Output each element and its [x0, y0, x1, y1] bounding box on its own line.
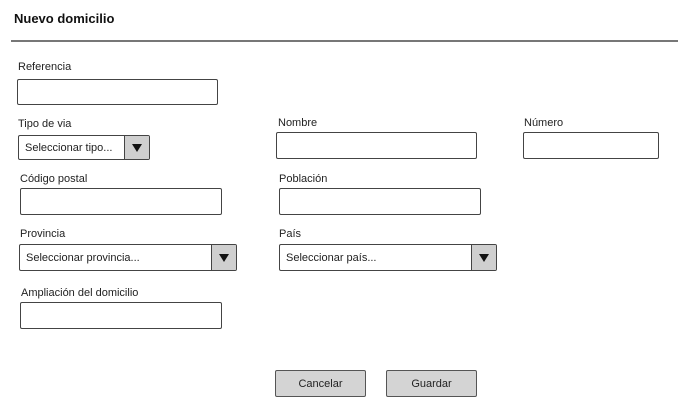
provincia-selected-value: Seleccionar provincia... [26, 251, 140, 264]
ampliacion-label: Ampliación del domicilio [21, 287, 139, 299]
provincia-select[interactable]: Seleccionar provincia... [19, 244, 237, 271]
numero-input[interactable] [523, 132, 659, 159]
tipo-via-select[interactable]: Seleccionar tipo... [18, 135, 150, 160]
caret-down-icon[interactable] [471, 245, 496, 270]
pais-selected-value: Seleccionar país... [286, 251, 377, 264]
codigo-postal-label: Código postal [20, 173, 88, 185]
codigo-postal-input[interactable] [20, 188, 222, 215]
pais-select[interactable]: Seleccionar país... [279, 244, 497, 271]
cancel-button[interactable]: Cancelar [275, 370, 366, 397]
referencia-input[interactable] [17, 79, 218, 105]
numero-label: Número [524, 117, 564, 129]
provincia-label: Provincia [20, 228, 66, 240]
poblacion-label: Población [279, 173, 328, 185]
pais-label: País [279, 228, 302, 240]
poblacion-input[interactable] [279, 188, 481, 215]
page-title: Nuevo domicilio [14, 11, 115, 26]
tipo-via-label: Tipo de via [18, 118, 72, 130]
tipo-via-selected-value: Seleccionar tipo... [25, 141, 113, 154]
caret-down-icon[interactable] [124, 136, 149, 159]
ampliacion-input[interactable] [20, 302, 222, 329]
nombre-input[interactable] [276, 132, 477, 159]
title-divider [11, 40, 678, 42]
save-button[interactable]: Guardar [386, 370, 477, 397]
nombre-label: Nombre [278, 117, 318, 129]
caret-down-icon[interactable] [211, 245, 236, 270]
referencia-label: Referencia [18, 61, 72, 73]
